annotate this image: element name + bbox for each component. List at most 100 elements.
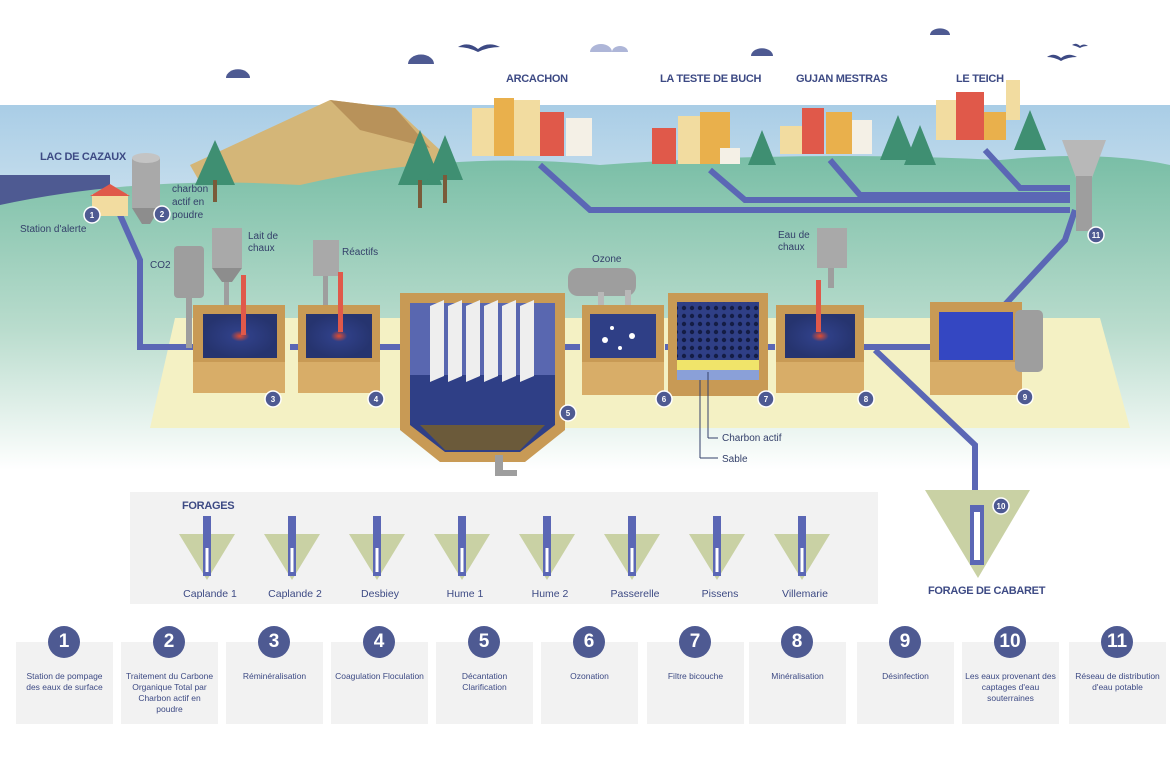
step-badge-2: 2	[153, 205, 171, 223]
legend-number: 6	[573, 626, 605, 658]
label-lait-2: chaux	[248, 243, 275, 254]
step-badge-6: 6	[655, 390, 673, 408]
well-label: Hume 2	[532, 588, 569, 600]
tank-4	[298, 272, 380, 393]
svg-text:6: 6	[662, 395, 667, 404]
legend-number: 1	[48, 626, 80, 658]
step-badge-11: 11	[1087, 226, 1105, 244]
well-label: Caplande 2	[268, 588, 322, 600]
svg-text:7: 7	[764, 395, 769, 404]
towns-houses	[472, 80, 1020, 164]
step-badge-8: 8	[857, 390, 875, 408]
legend-text: Réminéralisation	[242, 671, 307, 681]
legend-text: Ozonation	[570, 671, 609, 681]
svg-text:5: 5	[566, 409, 571, 418]
legend-text: Décantation Clarification	[461, 671, 508, 692]
svg-text:10: 10	[997, 502, 1006, 511]
svg-text:4: 4	[374, 395, 379, 404]
label-reactifs: Réactifs	[342, 247, 378, 258]
legend-text: Les eaux provenant des captages d'eau so…	[965, 671, 1056, 703]
label-co2: CO2	[150, 260, 171, 271]
label-eau-1: Eau de	[778, 230, 810, 241]
clouds	[226, 28, 950, 78]
step-badge-5: 5	[559, 404, 577, 422]
step-badge-1: 1	[83, 206, 101, 224]
step-badge-7: 7	[757, 390, 775, 408]
well-label: Hume 1	[447, 588, 484, 600]
legend-number: 10	[994, 626, 1026, 658]
well-1: Caplande 1	[179, 516, 237, 600]
forages-panel	[130, 492, 878, 604]
well-2: Caplande 2	[264, 516, 322, 600]
svg-text:11: 11	[1092, 231, 1101, 240]
silo-co2	[174, 246, 204, 348]
town-le-teich: LE TEICH	[956, 73, 1004, 85]
well-3: Desbiey	[349, 516, 405, 600]
trees	[195, 110, 1046, 208]
legend-text: Filtre bicouche	[667, 671, 724, 681]
legend-text: Désinfection	[882, 671, 929, 681]
label-sable: Sable	[722, 454, 748, 465]
legend-number: 2	[153, 626, 185, 658]
town-gujan-mestras: GUJAN MESTRAS	[796, 73, 887, 85]
silo-charbon	[132, 153, 160, 224]
step-badge-4: 4	[367, 390, 385, 408]
forage-cabaret	[925, 490, 1030, 578]
legend-number: 5	[468, 626, 500, 658]
town-arcachon: ARCACHON	[506, 73, 568, 85]
svg-text:1: 1	[90, 211, 95, 220]
svg-text:3: 3	[271, 395, 276, 404]
tank-9	[930, 302, 1043, 395]
tank-5	[400, 293, 565, 476]
legend-number: 3	[258, 626, 290, 658]
wells-group: Caplande 1 Caplande 2 Desbiey Hume 1 Hume 2 P…	[179, 516, 830, 600]
tank-6	[568, 268, 664, 395]
forages-title: FORAGES	[182, 500, 234, 512]
well-8: Villemarie	[774, 516, 830, 600]
label-eau-2: chaux	[778, 242, 805, 253]
legend-number: 4	[363, 626, 395, 658]
water-tower	[1062, 140, 1106, 231]
well-5: Hume 2	[519, 516, 575, 600]
well-label: Villemarie	[782, 588, 828, 600]
step-badge-9: 9	[1016, 388, 1034, 406]
town-la-teste-de-buch: LA TESTE DE BUCH	[660, 73, 761, 85]
badges-group: 1 2 3 4 5 6 7 8 9 10 11	[83, 205, 1105, 515]
label-charbon-actif: Charbon actif	[722, 433, 782, 444]
pipes	[117, 147, 1078, 500]
label-station-alerte: Station d'alerte	[20, 224, 87, 235]
legend-number: 11	[1101, 626, 1133, 658]
tank-8	[776, 228, 864, 393]
legend-text: Station de pompage des eaux de surface	[26, 671, 103, 692]
lake-label: LAC DE CAZAUX	[40, 151, 127, 163]
legend-number: 8	[781, 626, 813, 658]
legend-text: Traitement du Carbone Organique Total pa…	[125, 671, 214, 714]
well-label: Passerelle	[610, 588, 659, 600]
legend-text: Minéralisation	[771, 671, 824, 681]
birds	[458, 43, 1088, 61]
well-7: Pissens	[689, 516, 745, 600]
well-6: Passerelle	[604, 516, 660, 600]
label-charbon-2: actif en	[172, 197, 204, 208]
step-badge-10: 10	[992, 497, 1010, 515]
well-label: Desbiey	[361, 588, 400, 600]
svg-text:9: 9	[1023, 393, 1028, 402]
legend-number: 7	[679, 626, 711, 658]
svg-text:8: 8	[864, 395, 869, 404]
legend-text: Réseau de distribution d'eau potable	[1075, 671, 1160, 692]
silo-lait-de-chaux	[212, 228, 242, 312]
step-badge-3: 3	[264, 390, 282, 408]
label-charbon-1: charbon	[172, 184, 208, 195]
